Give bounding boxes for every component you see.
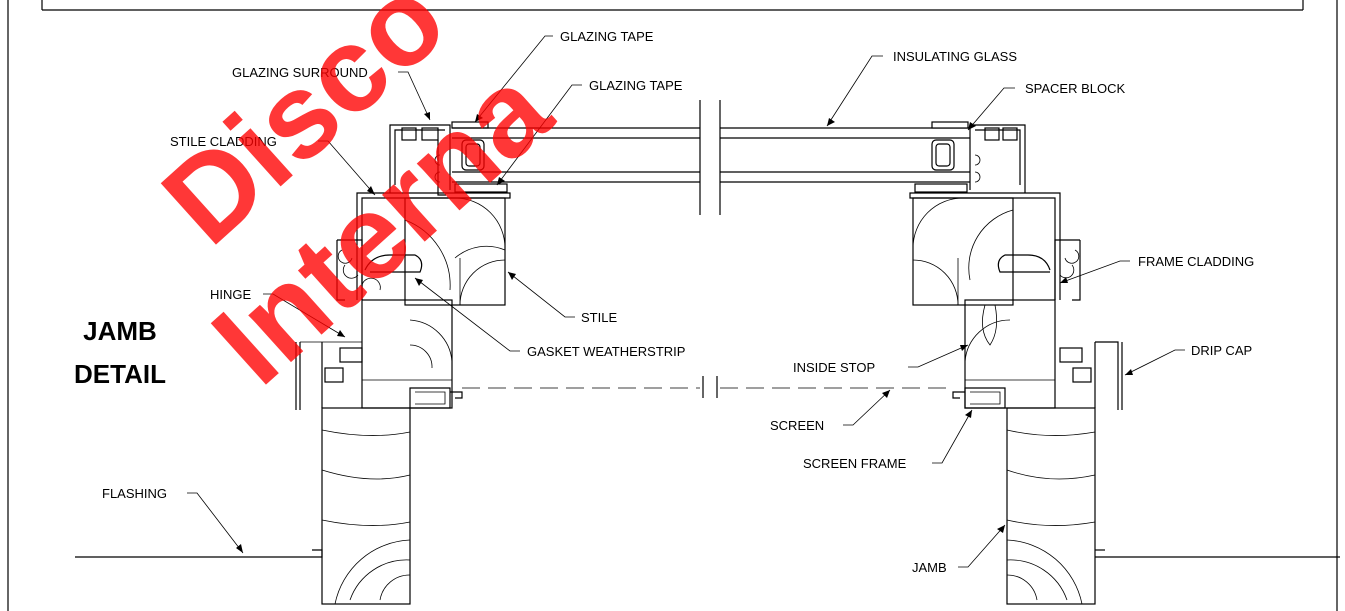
label-jamb: JAMB <box>912 560 947 575</box>
leader-lines <box>187 35 1185 568</box>
component-labels: GLAZING TAPE GLAZING TAPE INSULATING GLA… <box>102 29 1254 575</box>
right-stile <box>912 197 1014 306</box>
label-hinge: HINGE <box>210 287 252 302</box>
label-flashing: FLASHING <box>102 486 167 501</box>
label-insulating-glass: INSULATING GLASS <box>893 49 1017 64</box>
insulating-glass-unit <box>452 100 970 398</box>
label-stile: STILE <box>581 310 617 325</box>
label-stile-cladding: STILE CLADDING <box>170 134 277 149</box>
left-jamb-assembly <box>75 121 511 605</box>
label-inside-stop: INSIDE STOP <box>793 360 875 375</box>
drawing-title: JAMB DETAIL <box>74 316 166 389</box>
right-jamb-assembly <box>909 121 1340 605</box>
title-line-2: DETAIL <box>74 359 166 389</box>
right-jamb <box>1006 407 1096 605</box>
label-glazing-surround: GLAZING SURROUND <box>232 65 368 80</box>
label-glazing-tape-top: GLAZING TAPE <box>560 29 654 44</box>
page-frame <box>7 0 1338 611</box>
label-spacer-block: SPACER BLOCK <box>1025 81 1126 96</box>
label-screen: SCREEN <box>770 418 824 433</box>
label-frame-cladding: FRAME CLADDING <box>1138 254 1254 269</box>
label-gasket-weatherstrip: GASKET WEATHERSTRIP <box>527 344 685 359</box>
title-line-1: JAMB <box>83 316 157 346</box>
label-glazing-tape-2: GLAZING TAPE <box>589 78 683 93</box>
label-drip-cap: DRIP CAP <box>1191 343 1252 358</box>
label-screen-frame: SCREEN FRAME <box>803 456 907 471</box>
left-jamb <box>321 407 411 605</box>
